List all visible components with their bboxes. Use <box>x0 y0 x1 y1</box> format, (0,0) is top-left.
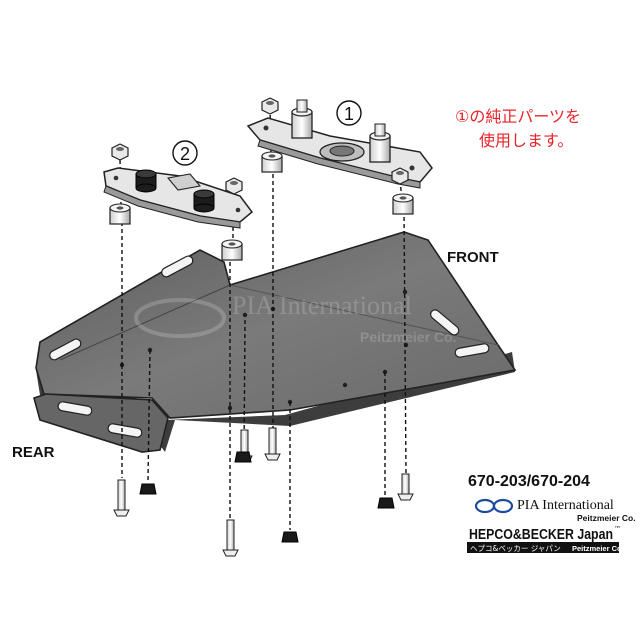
carrier-plate <box>33 231 517 453</box>
svg-text:1: 1 <box>344 104 354 124</box>
note-line1: ①の純正パーツを <box>455 107 581 126</box>
watermark: PIA International Peitzmeier Co. <box>134 291 456 345</box>
part-number: 670-203/670-204 <box>468 473 590 490</box>
part-1-nut-left <box>261 97 279 115</box>
label-rear: REAR <box>12 444 55 461</box>
part-1-base-plate <box>246 99 433 189</box>
part-2-adapter-plate <box>103 167 254 229</box>
bolt-4 <box>222 519 239 557</box>
pia-sub: Peitzmeier Co. <box>577 513 636 523</box>
callout-2: 2 <box>172 140 198 166</box>
part-2-nut-left <box>111 143 129 161</box>
hb-tm: ™ <box>614 525 621 533</box>
part-2-spacer-right <box>221 239 243 261</box>
part-1-nut-right <box>391 167 409 185</box>
hepco-becker-logo: HEPCO&BECKER Japan ™ ヘプコ&ベッカー ジャパン Peitz… <box>467 525 624 553</box>
watermark-line2: Peitzmeier Co. <box>360 329 456 345</box>
pia-name: PIA International <box>517 498 614 513</box>
part-1-spacer-left <box>261 151 283 173</box>
callout-1: 1 <box>336 100 362 126</box>
part-2-spacer-left <box>109 203 131 225</box>
label-front: FRONT <box>447 249 499 266</box>
watermark-line1: PIA International <box>232 291 412 320</box>
svg-text:2: 2 <box>180 144 190 164</box>
bolt-1 <box>113 479 130 517</box>
pia-logo: PIA International Peitzmeier Co. <box>474 498 636 523</box>
lock-nuts <box>139 451 395 543</box>
hb-kana: ヘプコ&ベッカー ジャパン <box>470 544 561 553</box>
pia-infinity-icon <box>474 498 514 514</box>
bolt-5 <box>397 473 414 501</box>
bolt-3 <box>264 427 281 461</box>
hb-sub: Peitzmeier Co. <box>572 544 624 553</box>
note-line2: 使用します。 <box>479 131 573 150</box>
part-2-nut-right <box>225 177 243 195</box>
plate-holes <box>119 289 409 411</box>
plate-slots <box>49 255 490 438</box>
hb-main: HEPCO&BECKER Japan <box>469 527 613 543</box>
part-1-spacer-right <box>392 193 414 215</box>
